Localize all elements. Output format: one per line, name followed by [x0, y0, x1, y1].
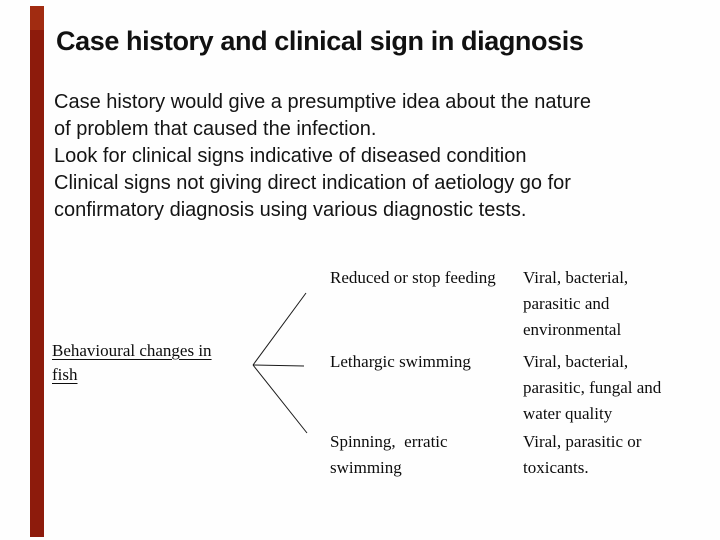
sign-reduced-feeding: Reduced or stop feeding: [330, 265, 496, 291]
cause-line: Viral, parasitic or: [523, 432, 642, 451]
sign-line: Lethargic swimming: [330, 352, 471, 371]
cause-line: parasitic and: [523, 294, 610, 313]
accent-bar-cap: [30, 6, 44, 30]
cause-line: water quality: [523, 404, 613, 423]
body-line: of problem that caused the infection.: [54, 118, 377, 140]
sign-line: Reduced or stop feeding: [330, 268, 496, 287]
branch-line-bottom: [252, 364, 308, 434]
sign-line: swimming: [330, 458, 402, 477]
cause-line: parasitic, fungal and: [523, 378, 662, 397]
body-line: confirmatory diagnosis using various dia…: [54, 199, 527, 221]
cause-line: toxicants.: [523, 458, 589, 477]
sign-spinning-erratic: Spinning, erratic swimming: [330, 429, 448, 481]
diagram-root-label-line: Behavioural changes in: [52, 341, 212, 360]
cause-line: Viral, bacterial,: [523, 268, 629, 287]
body-line: Look for clinical signs indicative of di…: [54, 145, 527, 167]
cause-spinning-erratic: Viral, parasitic or toxicants.: [523, 429, 641, 481]
sign-lethargic-swimming: Lethargic swimming: [330, 349, 471, 375]
sign-line: Spinning, erratic: [330, 432, 448, 451]
diagram-root-label-line: fish: [52, 365, 78, 384]
branch-line-middle: [252, 364, 305, 367]
body-line: Case history would give a presumptive id…: [54, 91, 591, 113]
slide-title: Case history and clinical sign in diagno…: [56, 26, 584, 56]
cause-reduced-feeding: Viral, bacterial, parasitic and environm…: [523, 265, 628, 343]
body-paragraph: Case history would give a presumptive id…: [54, 89, 684, 224]
cause-line: environmental: [523, 320, 622, 339]
branch-line-top: [252, 292, 307, 366]
diagram-root-label: Behavioural changes in fish: [52, 339, 212, 387]
accent-bar: [30, 6, 44, 537]
cause-lethargic-swimming: Viral, bacterial, parasitic, fungal and …: [523, 349, 661, 427]
cause-line: Viral, bacterial,: [523, 352, 629, 371]
body-line: Clinical signs not giving direct indicat…: [54, 172, 571, 194]
